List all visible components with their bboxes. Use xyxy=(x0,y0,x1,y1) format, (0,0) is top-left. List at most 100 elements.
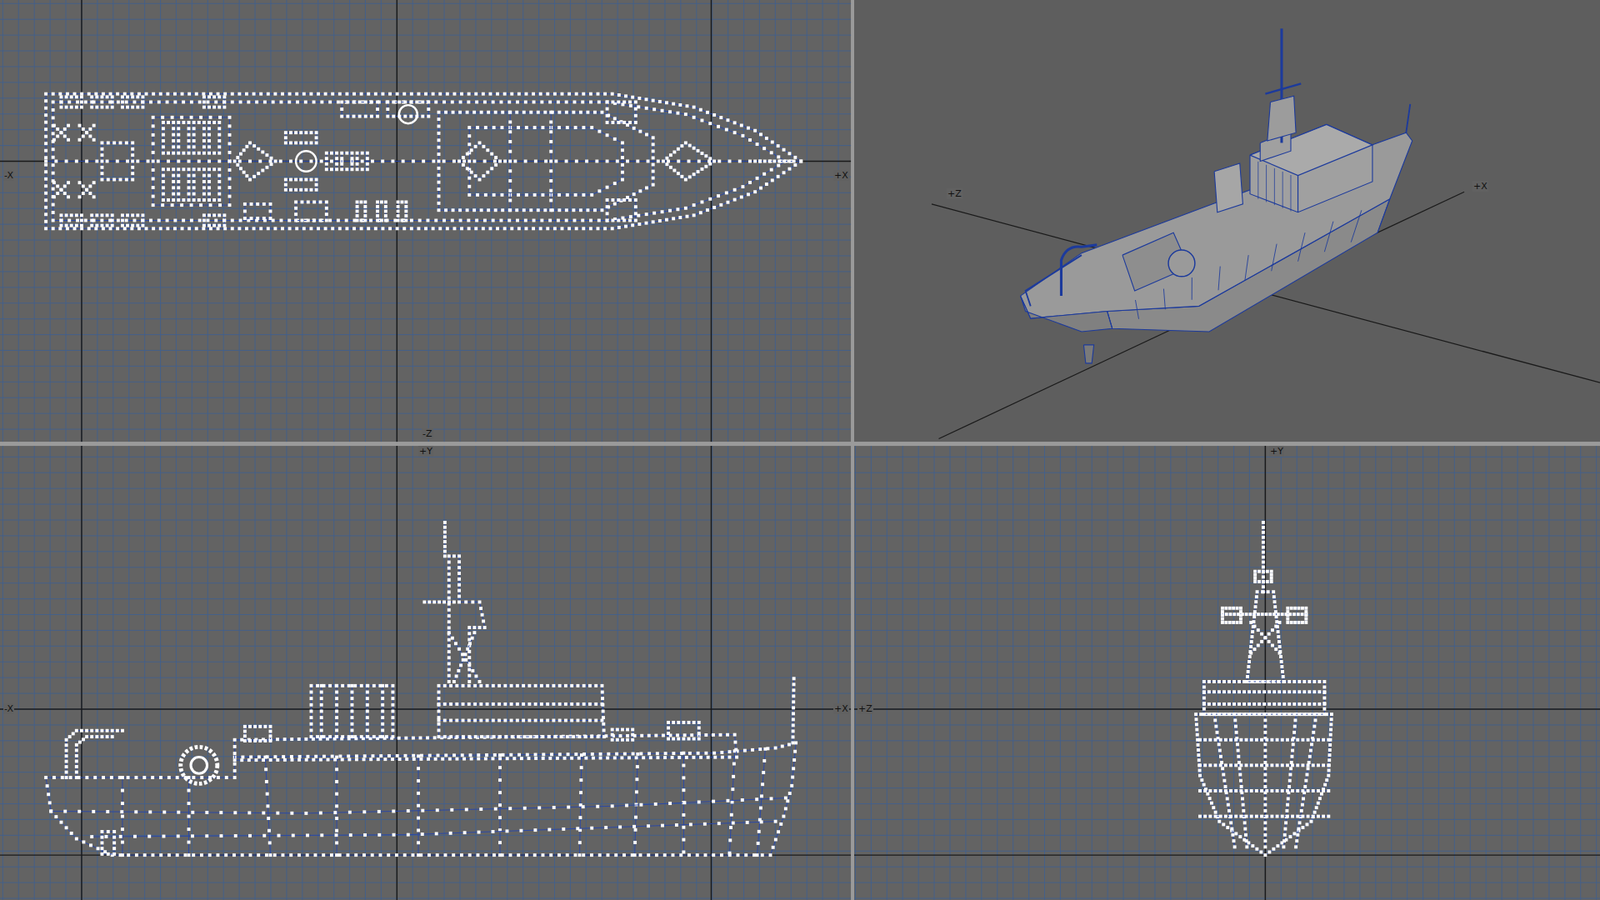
vertex-dot xyxy=(720,750,724,755)
vertex-dot xyxy=(60,219,64,223)
vertex-dot xyxy=(294,140,298,145)
vertex-dot xyxy=(746,126,750,130)
vertex-dot xyxy=(171,198,175,202)
vertex-dot xyxy=(100,105,104,110)
vertex-dot xyxy=(442,100,446,104)
vertex-dot xyxy=(790,784,794,788)
vertex-dot xyxy=(150,853,155,857)
vertex-dot xyxy=(743,749,747,753)
vertex-dot xyxy=(620,178,625,182)
vertex-dot xyxy=(315,178,319,182)
vertex-dot xyxy=(363,205,367,209)
vertex-dot xyxy=(81,840,85,844)
grid-line xyxy=(0,598,851,600)
vertex-dot xyxy=(55,185,60,189)
grid-line xyxy=(365,445,366,900)
vertex-dot xyxy=(290,755,294,759)
vertex-dot xyxy=(190,810,195,815)
vertex-dot xyxy=(481,145,485,149)
vertex-dot xyxy=(125,213,130,217)
grid-line xyxy=(790,445,792,900)
vertex-dot xyxy=(437,117,441,121)
vertex-dot xyxy=(215,853,220,857)
vertex-dot xyxy=(287,219,291,223)
vertex-dot xyxy=(614,853,618,857)
vertex-dot xyxy=(202,100,206,104)
vertex-dot xyxy=(370,100,374,104)
grid-line xyxy=(65,445,67,900)
vertex-dot xyxy=(579,778,583,782)
grid-line xyxy=(0,724,851,725)
vertex-dot xyxy=(176,145,180,149)
vertex-dot xyxy=(70,95,74,99)
vertex-dot xyxy=(431,160,435,164)
vertex-dot xyxy=(692,105,696,110)
grid-line xyxy=(965,445,966,900)
vertex-dot xyxy=(665,218,669,222)
vertex-dot xyxy=(409,100,413,104)
grid-line xyxy=(601,445,603,900)
vertex-dot xyxy=(613,202,617,206)
vertex-dot xyxy=(565,193,570,197)
vertex-dot xyxy=(44,191,48,195)
vertex-dot xyxy=(147,835,151,839)
vertex-dot xyxy=(171,120,175,125)
grid-line xyxy=(854,709,1600,710)
vertex-dot xyxy=(726,118,730,122)
vertex-dot xyxy=(605,185,610,190)
vertex-dot xyxy=(100,224,104,228)
vertex-dot xyxy=(623,752,627,756)
vertex-dot xyxy=(228,177,232,181)
vertex-dot xyxy=(597,100,601,104)
vertex-dot xyxy=(266,816,270,820)
grid-line xyxy=(0,381,851,383)
vertex-dot xyxy=(245,226,249,230)
vertex-dot xyxy=(65,92,70,96)
vertex-dot xyxy=(652,107,656,111)
vertex-dot xyxy=(212,120,216,125)
grid-line xyxy=(855,445,856,900)
vertex-dot xyxy=(284,135,288,140)
vertex-dot xyxy=(574,193,578,197)
vertex-dot xyxy=(416,226,420,230)
vertex-dot xyxy=(630,95,635,100)
vertex-dot xyxy=(130,165,135,170)
vertex-dot xyxy=(410,226,414,230)
vertex-dot xyxy=(494,110,498,115)
vertex-dot xyxy=(476,753,480,757)
vertex-dot xyxy=(404,210,408,214)
vertex-dot xyxy=(294,200,298,204)
vertex-dot xyxy=(207,192,211,196)
vertex-dot xyxy=(130,226,134,230)
vertex-dot xyxy=(363,210,367,214)
vertex-dot xyxy=(151,226,155,230)
vertex-dot xyxy=(205,810,209,815)
vertex-dot xyxy=(228,150,232,155)
vertex-dot xyxy=(51,226,55,230)
vertex-dot xyxy=(637,222,641,226)
vertex-dot xyxy=(435,831,439,835)
grid-line xyxy=(854,835,1600,836)
vertex-dot xyxy=(606,853,610,857)
vertex-dot xyxy=(396,205,400,209)
grid-line xyxy=(0,535,851,536)
grid-line xyxy=(0,413,851,415)
vertex-dot xyxy=(460,753,465,757)
vertex-dot xyxy=(171,167,175,171)
vertex-dot xyxy=(75,837,79,841)
grid-line xyxy=(2,445,4,900)
vertex-dot xyxy=(384,200,388,204)
vertex-dot xyxy=(651,99,655,103)
vertex-dot xyxy=(255,216,260,220)
vertex-dot xyxy=(785,799,790,803)
vertex-dot xyxy=(187,185,191,190)
grid-line xyxy=(1532,445,1534,900)
vertex-dot xyxy=(554,160,558,164)
vertex-dot xyxy=(355,210,360,214)
vertex-dot xyxy=(192,151,196,155)
vertex-dot xyxy=(157,219,161,223)
vertex-dot xyxy=(115,160,120,164)
vertex-dot xyxy=(280,226,285,230)
vertex-dot xyxy=(105,95,110,99)
vertex-dot xyxy=(80,219,84,223)
